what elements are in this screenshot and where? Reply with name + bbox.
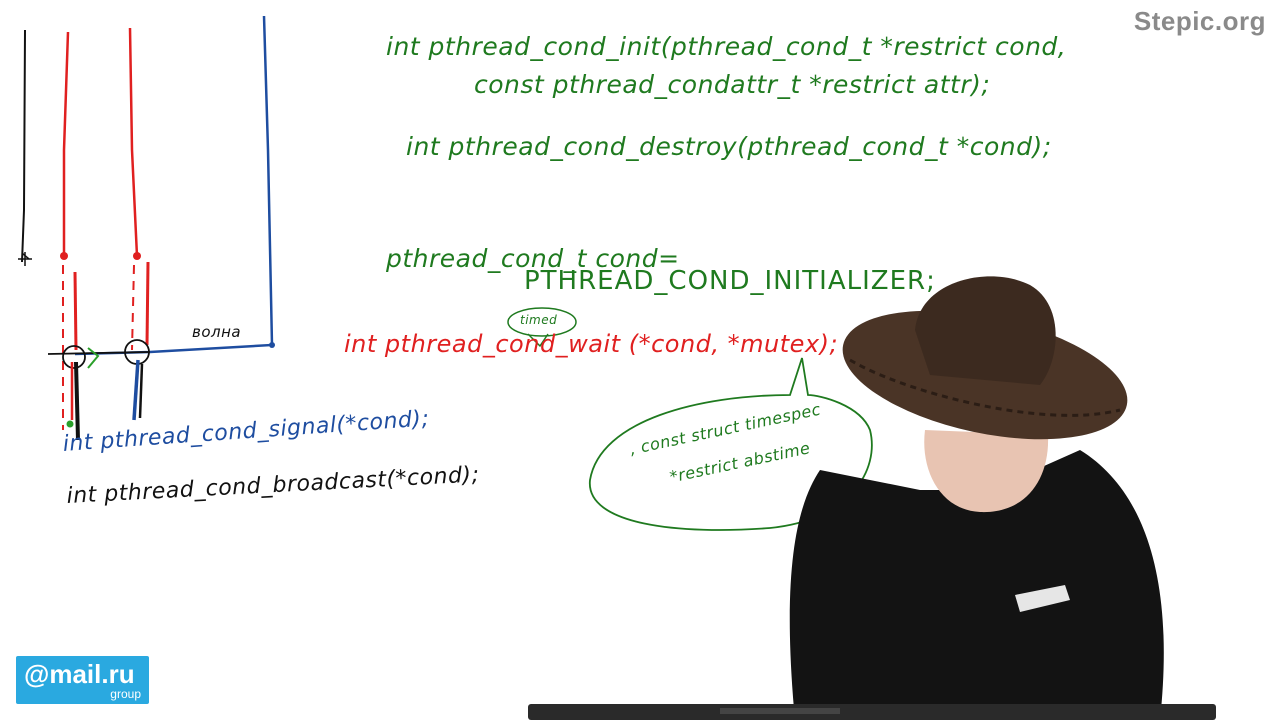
thread-line-red-1	[62, 31, 70, 258]
static-decl: pthread_cond_t cond=	[386, 244, 680, 273]
timed-note: timed	[520, 313, 558, 327]
thread-line-red-2	[128, 27, 139, 257]
fn-destroy: int pthread_cond_destroy(pthread_cond_t …	[406, 132, 1052, 161]
thread-line-black	[21, 29, 26, 263]
fn-wait: int pthread_cond_wait (*cond, *mutex);	[344, 330, 839, 358]
hoodie	[789, 450, 1164, 720]
presenter-image	[528, 276, 1216, 720]
cursor-mark	[18, 252, 32, 266]
stepic-watermark: Stepic.org	[1133, 6, 1266, 36]
face	[924, 430, 1049, 513]
hat-crown	[915, 276, 1056, 385]
logo-main: @mail.ru	[24, 659, 135, 689]
mailru-group-logo: @mail.ru group	[16, 656, 149, 704]
thread-line-blue	[74, 15, 274, 356]
speech-bubble	[589, 357, 873, 531]
logo-sub: group	[110, 687, 141, 701]
fn-init-line2: const pthread_condattr_t *restrict attr)…	[474, 70, 991, 99]
fn-init-line1: int pthread_cond_init(pthread_cond_t *re…	[386, 32, 1067, 61]
wakeup-label: волна	[192, 323, 242, 341]
hoodie-patch	[1015, 585, 1070, 612]
wake-circle-1	[62, 345, 86, 369]
laptop	[528, 704, 1216, 720]
static-init: PTHREAD_COND_INITIALIZER;	[524, 266, 936, 296]
timed-bubble	[507, 307, 577, 337]
